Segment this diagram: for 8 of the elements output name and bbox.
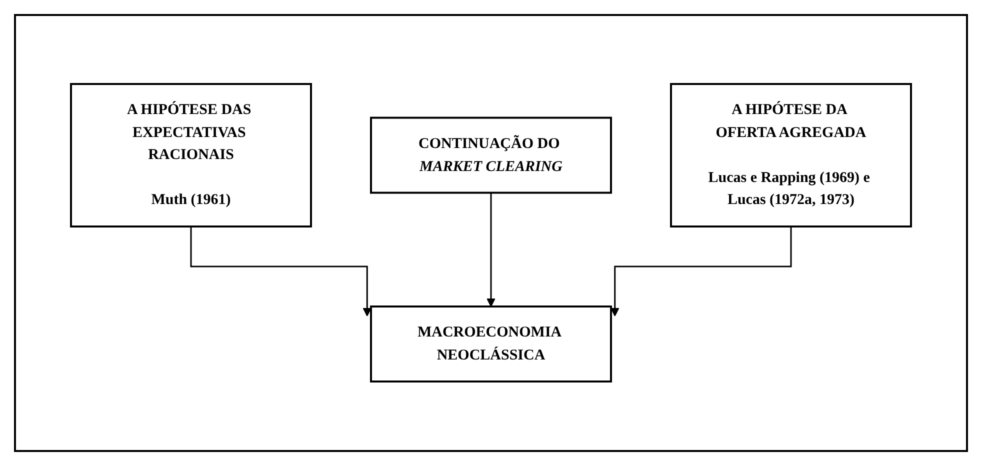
arrow [486, 192, 496, 308]
arrow [190, 226, 372, 317]
node-box [70, 83, 312, 228]
arrow [610, 226, 792, 317]
node-box [670, 83, 912, 228]
node-box [370, 306, 612, 383]
diagram-frame: A HIPÓTESE DAS EXPECTATIVAS RACIONAIS Muth (1961) CONTINUAÇÃO DO MARKET CLEARING A HIPÓTESE DA OFERTA AGREGADA Lucas e Rapping (1969) e Lucas (1972a, 1973) MACROECONOMIA NEOCLÁSSICA [14, 14, 968, 452]
node-box [370, 117, 612, 194]
